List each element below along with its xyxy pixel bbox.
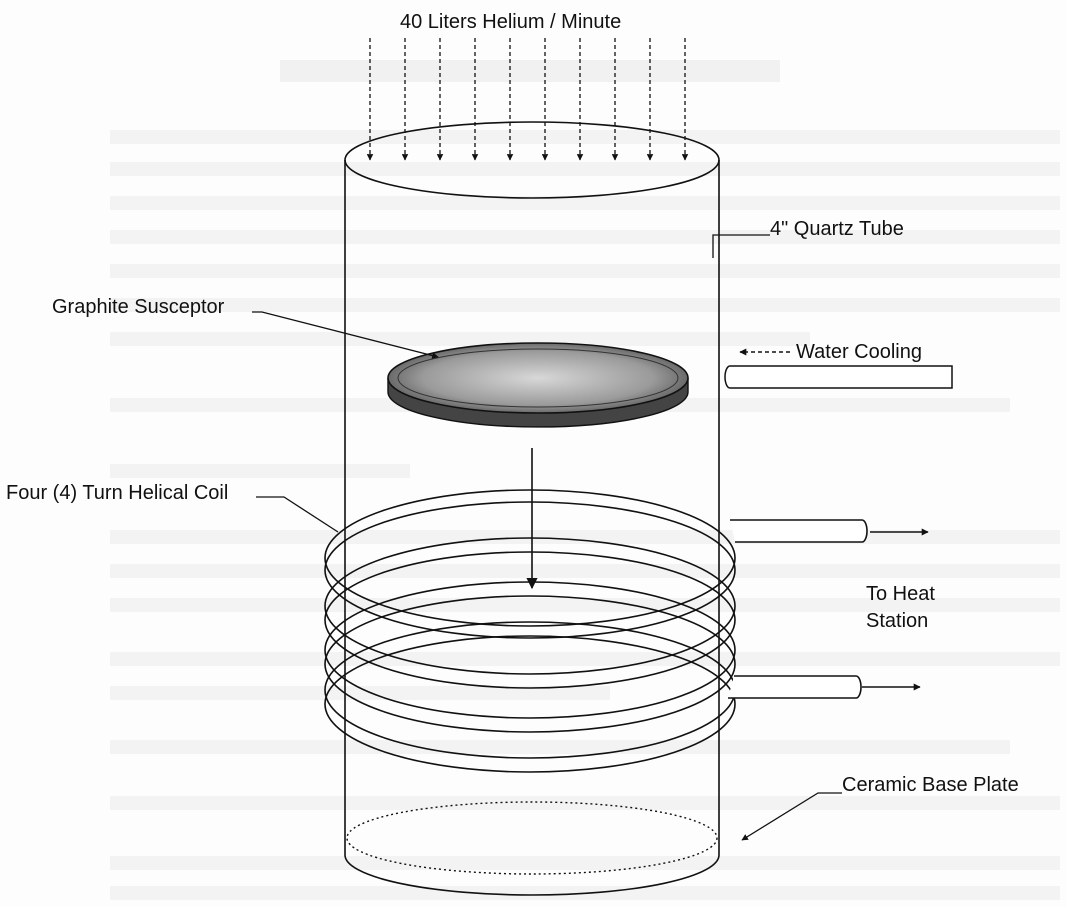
graphite-susceptor-label: Graphite Susceptor [52,296,225,318]
helium-flow-label: 40 Liters Helium / Minute [400,11,621,33]
heat-station-label-line2: Station [866,610,928,632]
coil-leads [728,519,868,699]
quartz-tube-label: 4" Quartz Tube [770,218,904,240]
ceramic-base-plate [346,801,718,875]
water-cooling-pipe [724,365,953,389]
helical-coil [324,489,736,773]
graphite-susceptor [387,342,689,428]
helical-coil-label: Four (4) Turn Helical Coil [6,482,228,504]
quartz-tube [344,121,720,896]
heat-station-label-line1: To Heat [866,583,935,605]
heat-station-arrows [862,528,929,691]
ceramic-base-plate-label: Ceramic Base Plate [842,774,1019,796]
helium-flow-arrows [366,38,689,161]
water-cooling-label: Water Cooling [796,341,922,363]
leader-lines [252,234,842,841]
